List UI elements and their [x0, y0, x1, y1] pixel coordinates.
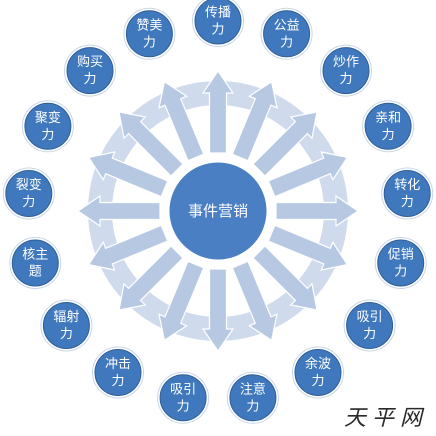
- outer-nodes: 传播力公益力炒作力亲和力转化力促销力吸引力余波力注意力吸引力冲击力辐射力核主题裂…: [2, 0, 434, 424]
- outer-node-circle: [229, 374, 277, 422]
- outer-node-circle: [66, 47, 114, 95]
- outer-node-label-line1: 转化: [394, 178, 420, 193]
- outer-node-circle: [346, 302, 394, 349]
- outer-node-circle: [364, 102, 412, 150]
- arrow-2: [231, 80, 278, 162]
- arrow-9: [201, 268, 235, 353]
- outer-node: 炒作力: [320, 44, 372, 97]
- outer-node: 聚变力: [21, 100, 74, 153]
- outer-node-label-line1: 亲和: [375, 111, 401, 126]
- outer-node-label-line1: 聚变: [35, 110, 61, 126]
- outer-node-label-line1: 促销: [388, 248, 414, 263]
- outer-node: 吸引力: [343, 299, 396, 352]
- outer-node-label-line2: 力: [41, 128, 54, 143]
- outer-node-label-line1: 吸引: [357, 310, 383, 325]
- outer-node-label-line1: 余波: [305, 356, 331, 372]
- outer-node-label-line2: 力: [382, 128, 395, 143]
- outer-node: 转化力: [381, 167, 434, 220]
- outer-node: 注意力: [226, 371, 279, 424]
- center-node: 事件营销: [166, 159, 270, 263]
- outer-node-label-line2: 力: [339, 72, 352, 87]
- outer-node-circle: [383, 170, 431, 217]
- arrow-4: [267, 151, 349, 198]
- outer-node: 吸引力: [157, 371, 210, 424]
- outer-node-circle: [24, 102, 72, 150]
- outer-node-label-line1: 炒作: [333, 55, 359, 70]
- outer-node: 核主题: [9, 237, 62, 289]
- outer-node-label-line2: 力: [401, 195, 414, 210]
- outer-node: 辐射力: [40, 299, 93, 352]
- outer-node-label-line2: 力: [211, 23, 224, 38]
- outer-node-label-line1: 购买: [77, 54, 103, 70]
- outer-node-label-line1: 辐射: [53, 309, 79, 325]
- outer-node-label-line2: 力: [280, 35, 293, 50]
- outer-node-label-line1: 裂变: [16, 177, 42, 193]
- outer-node: 余波力: [292, 346, 344, 399]
- outer-node-label-line2: 力: [111, 374, 124, 389]
- arrow-11: [118, 245, 184, 311]
- outer-node-label-line2: 力: [363, 327, 376, 342]
- outer-node-label-line2: 力: [22, 195, 35, 210]
- outer-node-label-line2: 力: [143, 35, 156, 50]
- outer-node-circle: [42, 302, 90, 349]
- outer-node: 促销力: [374, 237, 427, 289]
- outer-node-label-line2: 力: [311, 374, 324, 389]
- outer-node-label-line2: 力: [246, 399, 259, 414]
- arrow-7: [252, 245, 318, 311]
- arrow-6: [267, 224, 349, 271]
- outer-node-circle: [125, 10, 173, 58]
- outer-node-circle: [377, 239, 425, 287]
- arrow-10: [158, 260, 205, 342]
- arrow-8: [231, 260, 278, 342]
- arrow-12: [87, 224, 169, 271]
- outer-node-label-line1: 传播: [205, 6, 231, 21]
- outer-node: 裂变力: [2, 167, 55, 220]
- outer-node-label-line2: 力: [60, 327, 73, 342]
- outer-node: 冲击力: [92, 346, 144, 399]
- outer-node: 赞美力: [123, 7, 176, 60]
- watermark: 天平网: [343, 406, 428, 431]
- arrow-13: [76, 194, 161, 228]
- outer-node-circle: [194, 0, 242, 45]
- outer-node-label-line2: 力: [83, 72, 96, 87]
- center-circle: [166, 159, 270, 263]
- outer-node-label-line1: 赞美: [136, 18, 162, 33]
- outer-node-circle: [294, 349, 342, 396]
- outer-node-circle: [263, 10, 311, 58]
- outer-node: 传播力: [192, 0, 244, 47]
- outer-node-label-line1: 核主: [22, 248, 48, 263]
- arrow-3: [252, 111, 318, 177]
- arrow-1: [201, 69, 235, 154]
- outer-node-circle: [11, 239, 59, 287]
- outer-node-label-line2: 题: [29, 265, 42, 280]
- outer-node-label-line1: 冲击: [105, 357, 131, 372]
- outer-node-circle: [322, 47, 370, 95]
- outer-node-label-line1: 公益: [274, 18, 300, 33]
- outer-node-label-line1: 注意: [240, 381, 266, 397]
- center-label: 事件营销: [188, 202, 248, 220]
- arrow-group: [76, 69, 360, 353]
- outer-node-circle: [94, 349, 142, 396]
- outer-node-circle: [159, 374, 207, 422]
- outer-node: 亲和力: [362, 100, 415, 153]
- outer-node: 公益力: [260, 7, 313, 60]
- outer-node-label-line2: 力: [177, 399, 190, 414]
- arrow-14: [87, 151, 169, 198]
- outer-node: 购买力: [64, 44, 116, 97]
- outer-node-label-line1: 吸引: [170, 382, 196, 397]
- arrow-5: [275, 194, 360, 228]
- arrow-15: [118, 111, 184, 177]
- arrow-16: [158, 80, 205, 162]
- outer-node-label-line2: 力: [394, 265, 407, 280]
- outer-node-circle: [5, 170, 53, 217]
